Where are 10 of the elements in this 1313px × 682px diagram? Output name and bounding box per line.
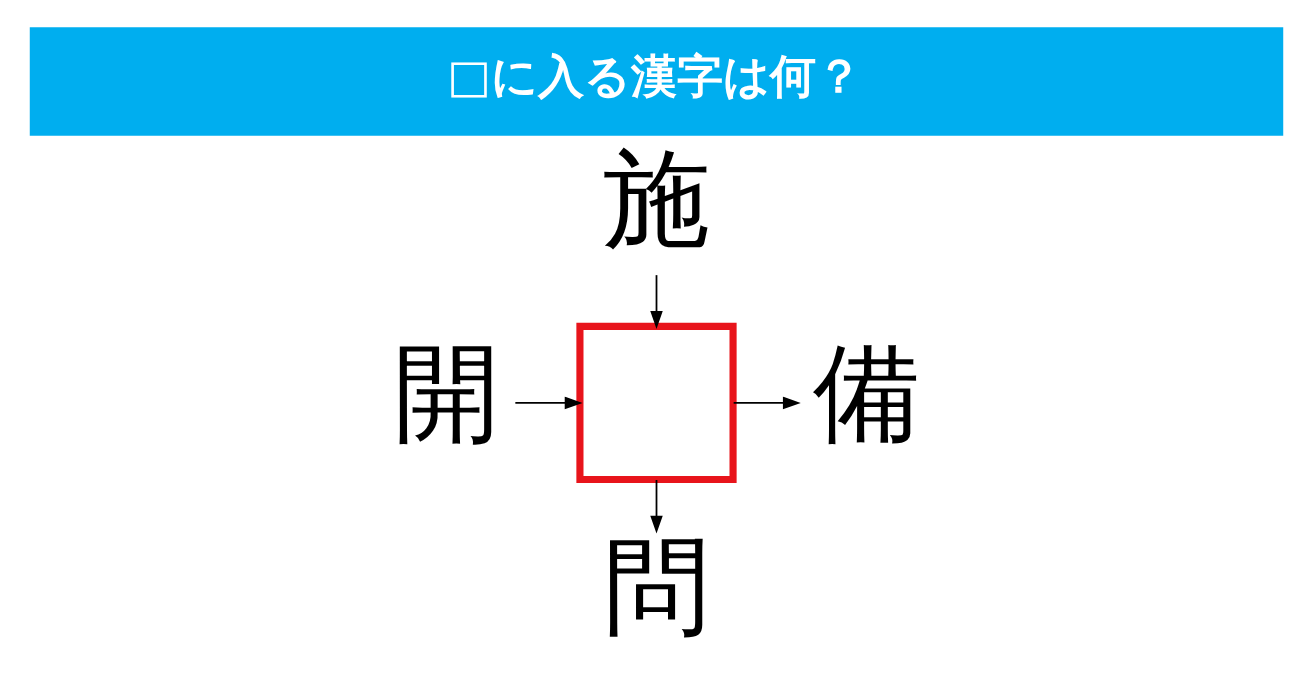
arrow	[650, 273, 663, 329]
node-text: 開	[392, 330, 500, 455]
diagram-title: □に入る漢字は何？	[447, 48, 863, 103]
arrow	[514, 396, 583, 409]
node-text: 備	[813, 330, 921, 455]
node-box	[576, 322, 737, 483]
node-text: 施	[603, 136, 710, 261]
arrow	[732, 396, 801, 409]
arrow	[650, 478, 663, 534]
node-text: 問	[603, 524, 710, 649]
